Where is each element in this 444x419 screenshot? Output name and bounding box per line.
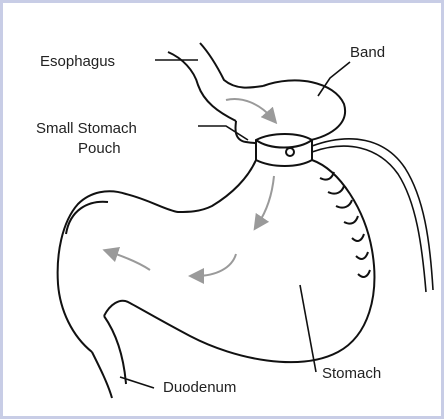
gastric-band-diagram: Esophagus Band Small Stomach Pouch Stoma… — [3, 3, 441, 416]
leader-small-pouch — [198, 126, 248, 140]
label-band: Band — [350, 44, 385, 61]
duodenum-outline — [92, 316, 126, 398]
esophagus-outline — [168, 43, 263, 121]
arrow-downward — [258, 176, 274, 224]
label-small-pouch-line1: Small Stomach — [36, 120, 137, 137]
stomach-outline — [58, 160, 375, 362]
label-small-pouch-line2: Pouch — [78, 140, 121, 157]
label-stomach: Stomach — [322, 365, 381, 382]
arrow-esophagus — [226, 99, 272, 118]
label-esophagus: Esophagus — [40, 53, 115, 70]
arrow-left — [110, 252, 150, 270]
label-duodenum: Duodenum — [163, 379, 236, 396]
arrow-curl — [196, 254, 236, 276]
leader-lines — [120, 60, 350, 388]
band-tubing — [312, 139, 433, 292]
leader-stomach — [300, 285, 316, 372]
band-ring — [256, 134, 312, 166]
